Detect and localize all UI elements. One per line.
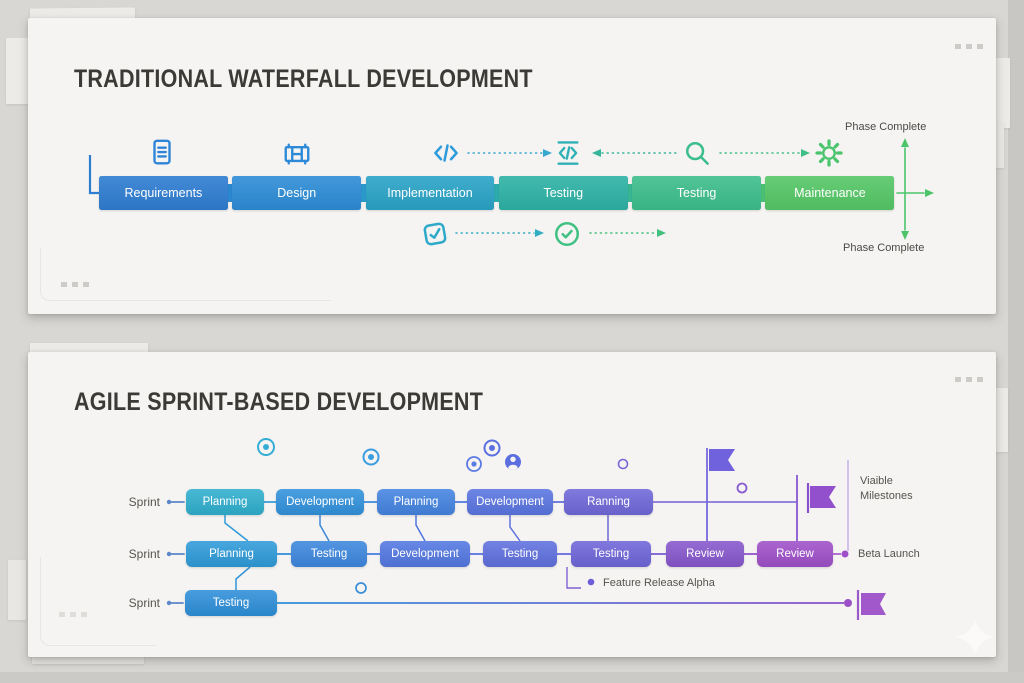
paper-edge-decoration	[8, 560, 26, 620]
corner-dots-decoration	[955, 44, 983, 49]
sparkle-icon	[956, 619, 994, 655]
agile-title: AGILE SPRINT-BASED DEVELOPMENT	[74, 388, 484, 416]
beta-launch-connector	[833, 550, 849, 558]
phase-connector	[357, 184, 368, 202]
corner-bracket-decoration	[40, 557, 156, 646]
phase-complete-arrow	[896, 138, 934, 240]
sprint-box: Development	[380, 541, 470, 567]
storyboard-icon	[284, 143, 310, 165]
sprint-row-label-3: Sprint	[128, 596, 160, 610]
sprint-box: Testing	[571, 541, 651, 567]
corner-dots-decoration	[955, 377, 983, 382]
sprint-box: Planning	[377, 489, 455, 515]
check-circle-icon	[554, 221, 580, 247]
sprint-row-label-1: Sprint	[128, 495, 160, 509]
sprint-box: Development	[276, 489, 364, 515]
code-icon	[434, 144, 458, 162]
milestone-flag-icon	[856, 590, 886, 620]
target-circle-icon	[257, 438, 501, 472]
beta-launch-label: Beta Launch	[858, 548, 920, 560]
waterfall-phase-row: Requirements Design Implementation Testi…	[99, 176, 895, 210]
flow-arrow	[719, 149, 810, 157]
timeline-end-dot	[844, 599, 852, 607]
sprint-box: Planning	[186, 489, 264, 515]
flow-arrow	[592, 149, 677, 157]
phase-connector	[624, 184, 635, 202]
check-square-icon	[423, 222, 447, 246]
sprint-box: Planning	[186, 541, 277, 567]
search-icon	[685, 141, 709, 165]
small-circle-decoration	[355, 458, 748, 594]
sprint-box: Review	[666, 541, 744, 567]
corner-dots-decoration	[59, 612, 87, 617]
waterfall-title: TRADITIONAL WATERFALL DEVELOPMENT	[74, 65, 533, 93]
paper-edge-decoration	[6, 38, 30, 104]
feature-release-label: Feature Release Alpha	[603, 577, 715, 589]
page-edge-shadow-bottom	[0, 672, 1024, 683]
document-icon	[153, 139, 171, 165]
phase-connector	[224, 184, 234, 202]
visible-milestones-label: Viaible Milestones	[860, 475, 913, 502]
phase-box-implementation: Implementation	[365, 176, 495, 210]
phase-complete-label-top: Phase Complete	[845, 121, 927, 133]
gear-icon	[815, 139, 843, 167]
sprint-row-label-2: Sprint	[128, 547, 160, 561]
feature-release-connector	[566, 567, 595, 589]
corner-bracket-decoration	[40, 248, 331, 301]
code-review-icon	[557, 141, 579, 165]
phase-box-testing-1: Testing	[498, 176, 628, 210]
phase-box-testing-2: Testing	[632, 176, 761, 210]
sprint-box: Ranning	[564, 489, 653, 515]
flow-arrow	[455, 229, 544, 237]
phase-complete-label-bottom: Phase Complete	[843, 242, 925, 254]
phase-connector	[491, 184, 501, 202]
flow-arrow	[467, 149, 552, 157]
sprint-box: Testing	[291, 541, 367, 567]
flow-arrow	[589, 229, 666, 237]
phase-box-requirements: Requirements	[99, 176, 228, 210]
milestone-flag-icon	[806, 483, 836, 513]
sprint-box: Testing	[483, 541, 557, 567]
phase-box-maintenance: Maintenance	[765, 176, 895, 210]
phase-box-design: Design	[232, 176, 362, 210]
sprint-box: Development	[467, 489, 553, 515]
sprint-leader-line	[166, 499, 185, 606]
corner-dots-decoration	[61, 282, 89, 287]
page-edge-shadow-right	[1008, 0, 1024, 683]
agile-panel: AGILE SPRINT-BASED DEVELOPMENT Sprint Sp…	[28, 352, 996, 657]
sprint-box: Testing	[185, 590, 277, 616]
user-circle-icon	[505, 454, 521, 470]
phase-connector	[758, 184, 768, 202]
sprint-box: Review	[757, 541, 833, 567]
waterfall-panel: TRADITIONAL WATERFALL DEVELOPMENT Requir…	[28, 18, 996, 314]
start-bracket-line	[88, 155, 99, 195]
milestone-flag-icon	[709, 449, 735, 471]
